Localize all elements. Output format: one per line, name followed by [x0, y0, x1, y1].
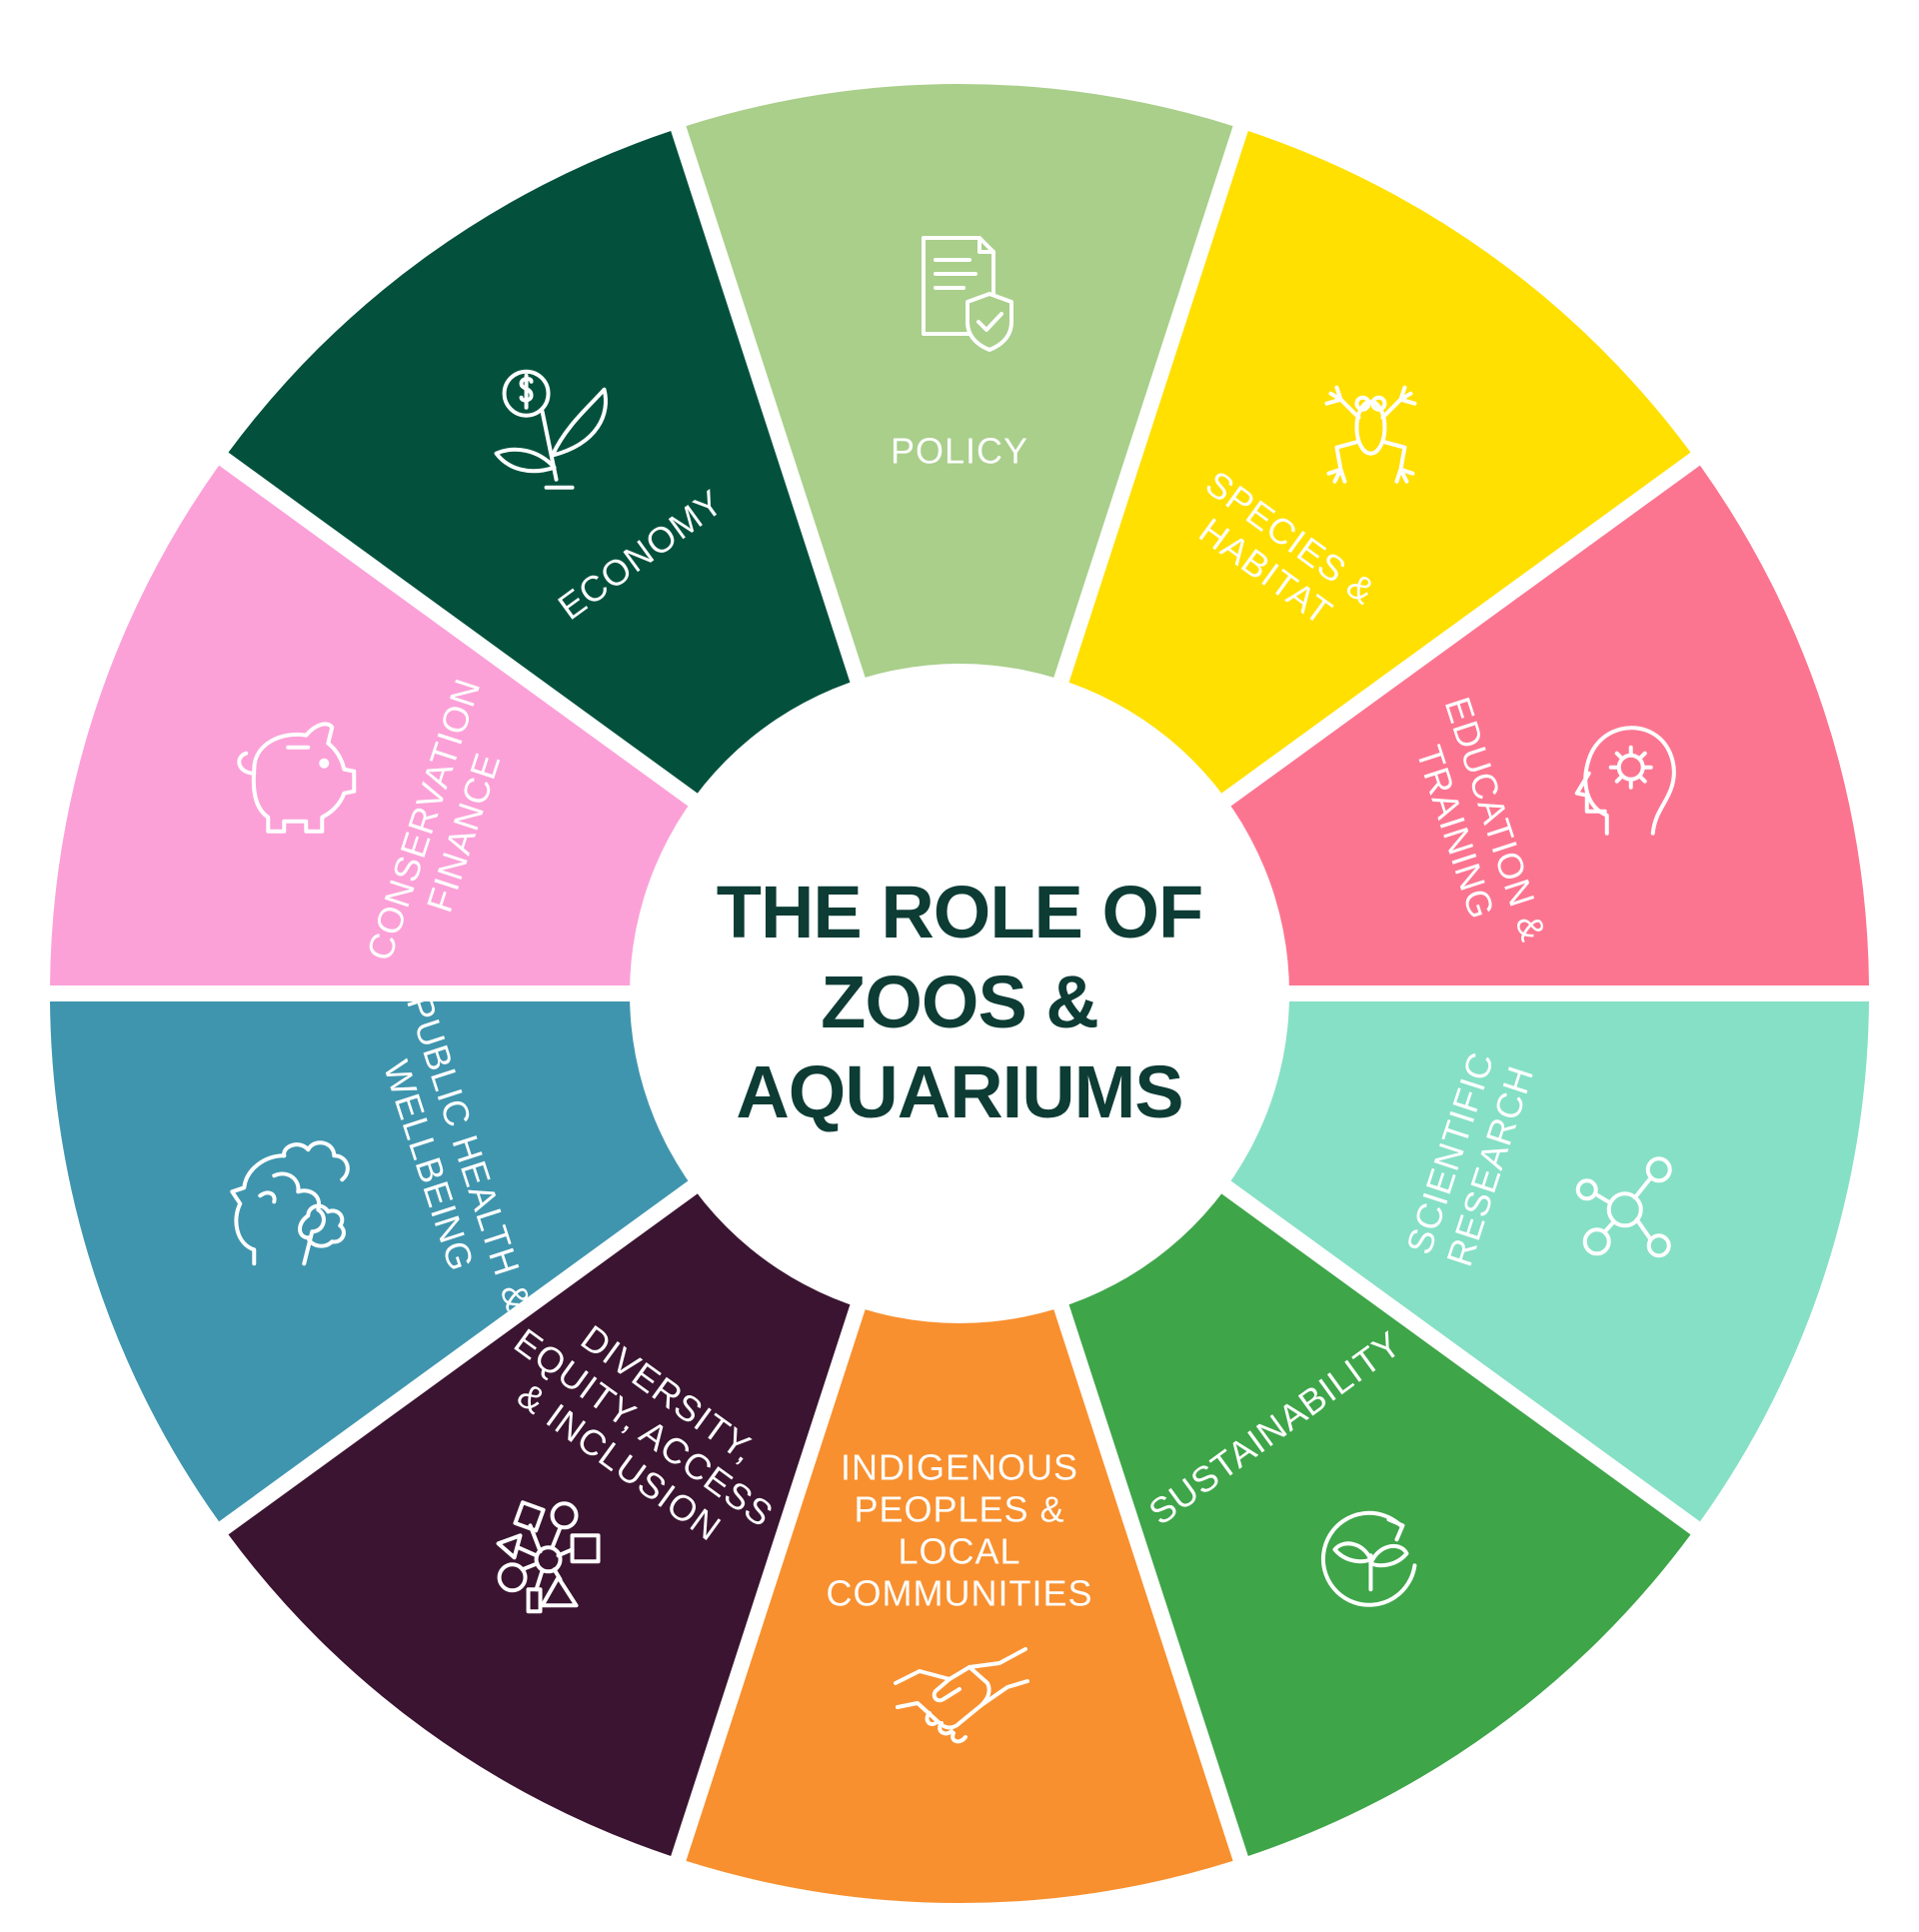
segment-indigenous — [686, 1018, 1233, 1904]
hub-circle — [630, 664, 1289, 1323]
title-line-3: AQUARIUMS — [736, 1050, 1183, 1133]
segment-label-line: COMMUNITIES — [827, 1573, 1093, 1614]
segment-label-line: POLICY — [891, 431, 1028, 472]
title-line-2: ZOOS & — [821, 961, 1099, 1043]
segment-policy — [686, 83, 1233, 968]
title-line-1: THE ROLE OF — [716, 871, 1203, 954]
segment-label-line: LOCAL — [898, 1531, 1020, 1572]
segment-label-policy: POLICY — [891, 431, 1028, 472]
segment-label-line: INDIGENOUS — [841, 1447, 1078, 1488]
segment-label-line: PEOPLES & — [854, 1489, 1064, 1530]
diagram-title: THE ROLE OF ZOOS & AQUARIUMS — [710, 868, 1209, 1137]
